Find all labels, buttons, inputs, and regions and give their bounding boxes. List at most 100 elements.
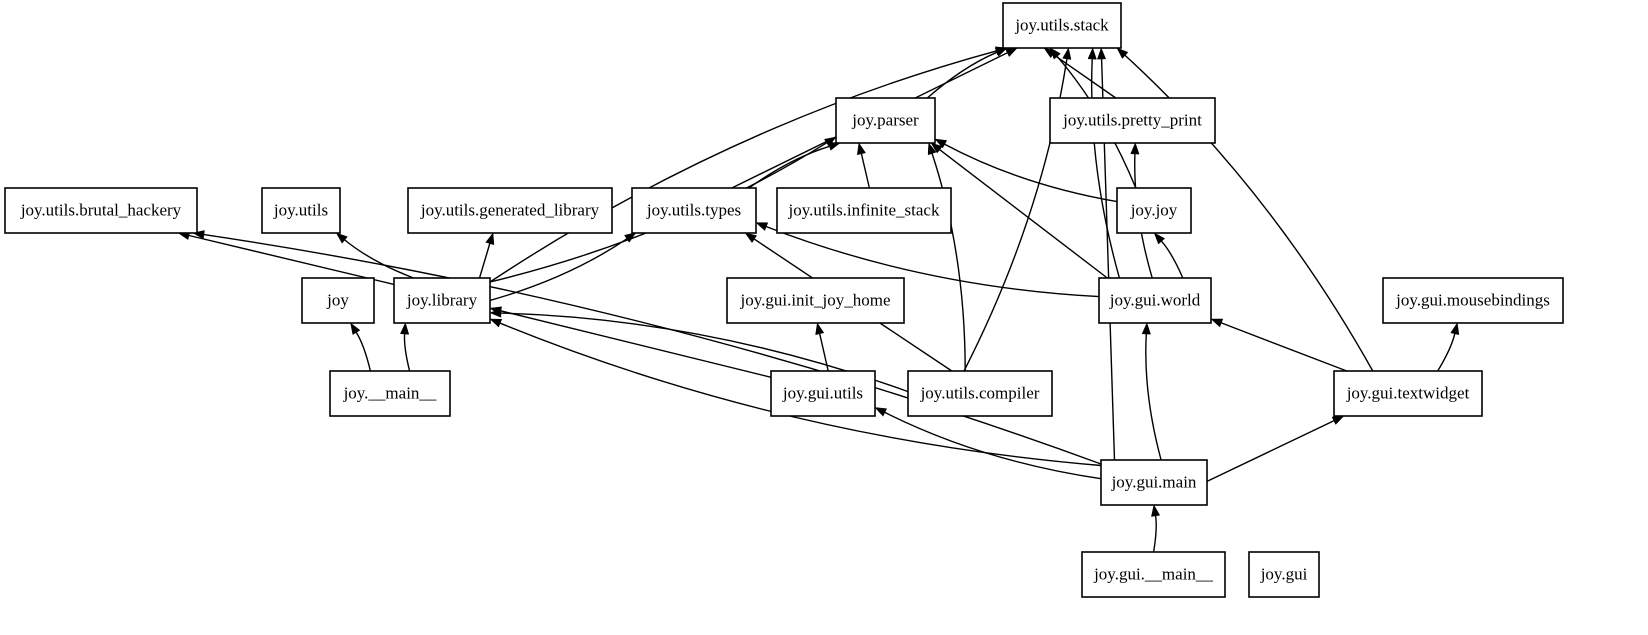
edge-joy.gui.utils-to-joy.gui.init_joy_home (819, 333, 829, 372)
node-box[interactable] (1248, 551, 1320, 598)
node-joy.utils.pretty_print[interactable]: joy.utils.pretty_print (1049, 97, 1216, 144)
node-joy.joy[interactable]: joy.joy (1116, 187, 1192, 234)
arrowhead-icon (1141, 322, 1151, 335)
node-box[interactable] (835, 97, 936, 144)
node-label: joy.gui.main (1111, 472, 1197, 491)
arrowhead-icon (934, 138, 948, 149)
edge-joy.library-to-joy.utils.stack (489, 50, 997, 283)
node-joy[interactable]: joy (301, 277, 375, 324)
edge-joy.gui.world-to-joy.utils.types (766, 225, 1100, 298)
arrowhead-icon (927, 142, 937, 156)
arrowhead-icon (624, 232, 637, 243)
node-label: joy.gui.world (1109, 290, 1201, 309)
node-joy.utils[interactable]: joy.utils (261, 187, 341, 234)
node-joy.utils.types[interactable]: joy.utils.types (631, 187, 757, 234)
node-label: joy.utils.pretty_print (1062, 110, 1202, 129)
arrowhead-icon (350, 322, 361, 336)
edge-joy.gui.world-to-joy.joy (1160, 240, 1184, 279)
node-joy.utils.generated_library[interactable]: joy.utils.generated_library (407, 187, 613, 234)
node-joy.__main__[interactable]: joy.__main__ (329, 370, 451, 417)
node-box[interactable] (261, 187, 341, 234)
node-joy.utils.brutal_hackery[interactable]: joy.utils.brutal_hackery (4, 187, 198, 234)
arrowhead-icon (1087, 47, 1097, 60)
node-box[interactable] (1382, 277, 1564, 324)
arrowhead-icon (1450, 322, 1460, 336)
node-joy.gui[interactable]: joy.gui (1248, 551, 1320, 598)
node-label: joy.library (406, 290, 478, 309)
node-label: joy (326, 290, 349, 309)
arrowhead-icon (1151, 504, 1161, 517)
node-label: joy.__main__ (343, 383, 437, 402)
node-box[interactable] (907, 370, 1053, 417)
arrowhead-icon (1130, 142, 1140, 155)
arrowhead-icon (485, 232, 495, 246)
node-box[interactable] (4, 187, 198, 234)
edge-joy.gui.textwidget-to-joy.gui.world (1221, 322, 1348, 372)
arrowhead-icon (400, 322, 410, 335)
edge-joy.gui.textwidget-to-joy.gui.mousebindings (1437, 333, 1456, 372)
edge-joy.gui.world-to-joy.parser (939, 149, 1108, 279)
node-joy.gui.__main__[interactable]: joy.gui.__main__ (1081, 551, 1226, 598)
node-joy.gui.init_joy_home[interactable]: joy.gui.init_joy_home (726, 277, 905, 324)
node-joy.library[interactable]: joy.library (393, 277, 491, 324)
edge-joy.joy-to-joy.parser (944, 143, 1118, 203)
node-box[interactable] (726, 277, 905, 324)
node-joy.utils.compiler[interactable]: joy.utils.compiler (907, 370, 1053, 417)
node-label: joy.parser (851, 110, 919, 129)
edge-joy.gui.main-to-joy.utils.brutal_hackery (203, 233, 1102, 465)
node-box[interactable] (301, 277, 375, 324)
node-box[interactable] (1116, 187, 1192, 234)
node-label: joy.gui.utils (782, 383, 863, 402)
node-joy.utils.infinite_stack[interactable]: joy.utils.infinite_stack (776, 187, 952, 234)
node-joy.gui.textwidget[interactable]: joy.gui.textwidget (1333, 370, 1483, 417)
arrowhead-icon (994, 46, 1008, 56)
node-box[interactable] (1333, 370, 1483, 417)
arrowhead-icon (755, 222, 769, 231)
node-joy.gui.mousebindings[interactable]: joy.gui.mousebindings (1382, 277, 1564, 324)
edge-joy.parser-to-joy.utils.stack (926, 51, 998, 99)
arrowhead-icon (1153, 232, 1166, 245)
node-label: joy.utils.compiler (920, 383, 1040, 402)
node-box[interactable] (407, 187, 613, 234)
node-joy.gui.utils[interactable]: joy.gui.utils (770, 370, 876, 417)
node-box[interactable] (329, 370, 451, 417)
arrowhead-icon (930, 142, 943, 154)
edge-joy.gui.main-to-joy.gui.world (1145, 333, 1162, 461)
node-label: joy.utils.types (646, 200, 741, 219)
arrowhead-icon (1005, 47, 1018, 58)
node-box[interactable] (631, 187, 757, 234)
arrowhead-icon (857, 142, 866, 156)
node-joy.parser[interactable]: joy.parser (835, 97, 936, 144)
node-box[interactable] (1100, 459, 1208, 506)
edge-joy.library-to-joy.utils (344, 239, 414, 279)
edge-joy.__main__-to-joy (355, 332, 372, 372)
node-box[interactable] (1081, 551, 1226, 598)
node-box[interactable] (1049, 97, 1216, 144)
arrowhead-icon (1097, 47, 1107, 60)
edge-joy.library-to-joy.utils.types (489, 238, 628, 302)
arrowhead-icon (874, 407, 888, 417)
arrowhead-icon (1210, 318, 1224, 328)
node-label: joy.gui.__main__ (1093, 564, 1213, 583)
node-joy.gui.world[interactable]: joy.gui.world (1098, 277, 1212, 324)
node-joy.gui.main[interactable]: joy.gui.main (1100, 459, 1208, 506)
edge-joy.gui.main-to-joy.gui.textwidget (1206, 420, 1335, 483)
arrowhead-icon (1049, 47, 1061, 60)
node-box[interactable] (1098, 277, 1212, 324)
arrowhead-icon (827, 141, 841, 151)
node-label: joy.utils.generated_library (420, 200, 600, 219)
arrowhead-icon (489, 318, 503, 328)
node-box[interactable] (1002, 2, 1122, 49)
node-label: joy.utils.brutal_hackery (20, 200, 182, 219)
node-box[interactable] (776, 187, 952, 234)
edge-joy.__main__-to-joy.library (403, 333, 411, 372)
edge-joy.gui.textwidget-to-joy.utils.stack (1124, 54, 1374, 372)
node-joy.utils.stack[interactable]: joy.utils.stack (1002, 2, 1122, 49)
arrowhead-icon (489, 308, 502, 318)
node-box[interactable] (393, 277, 491, 324)
edge-joy.gui.utils-to-joy.library (500, 310, 772, 378)
node-box[interactable] (770, 370, 876, 417)
node-label: joy.utils.stack (1014, 15, 1109, 34)
